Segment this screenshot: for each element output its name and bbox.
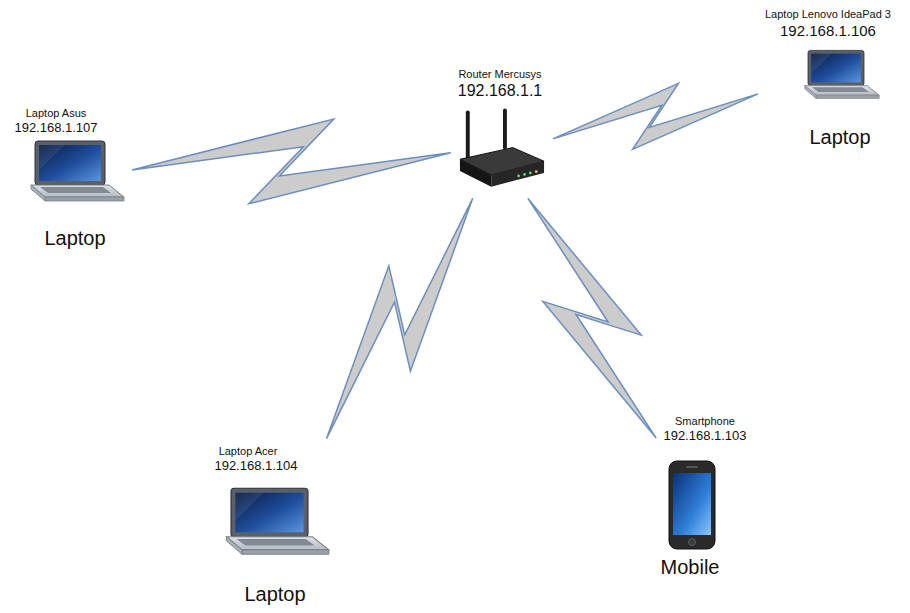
device-node: Laptop Asus192.168.1.107Laptop — [12, 105, 127, 252]
ip-address: 192.168.1.103 — [663, 429, 746, 444]
ip-address: 192.168.1.107 — [14, 121, 97, 136]
laptop-icon — [227, 488, 329, 554]
device-type: Mobile — [661, 556, 720, 579]
device-name: Laptop Lenovo IdeaPad 3 — [765, 8, 891, 21]
lightning-bolt — [327, 198, 473, 438]
lightning-bolt — [553, 83, 758, 149]
lightning-bolt — [132, 119, 451, 204]
ip-address: 192.168.1.106 — [780, 22, 876, 39]
device-node: Router Mercusys192.168.1.1 — [456, 66, 548, 194]
lightning-bolt — [528, 198, 656, 438]
wireless-link — [553, 83, 758, 149]
laptop-icon — [805, 50, 879, 98]
wireless-link — [132, 119, 451, 204]
device-node: Smartphone192.168.1.103Mobile — [659, 413, 749, 581]
router-icon — [460, 108, 544, 186]
wireless-link — [528, 198, 656, 438]
device-name: Router Mercusys — [458, 68, 541, 81]
wireless-link — [327, 198, 473, 438]
device-name: Smartphone — [675, 415, 735, 428]
phone-icon — [669, 461, 715, 549]
device-type: Laptop — [244, 583, 305, 606]
device-node: Laptop Lenovo IdeaPad 3192.168.1.106Lapt… — [763, 6, 893, 151]
device-name: Laptop Acer — [219, 445, 278, 458]
ip-address: 192.168.1.104 — [214, 459, 297, 474]
ip-address: 192.168.1.1 — [458, 82, 543, 100]
device-node: Laptop Acer192.168.1.104Laptop — [212, 443, 332, 608]
laptop-icon — [31, 141, 124, 201]
device-type: Laptop — [44, 227, 105, 250]
device-type: Laptop — [809, 126, 870, 149]
device-name: Laptop Asus — [26, 107, 87, 120]
